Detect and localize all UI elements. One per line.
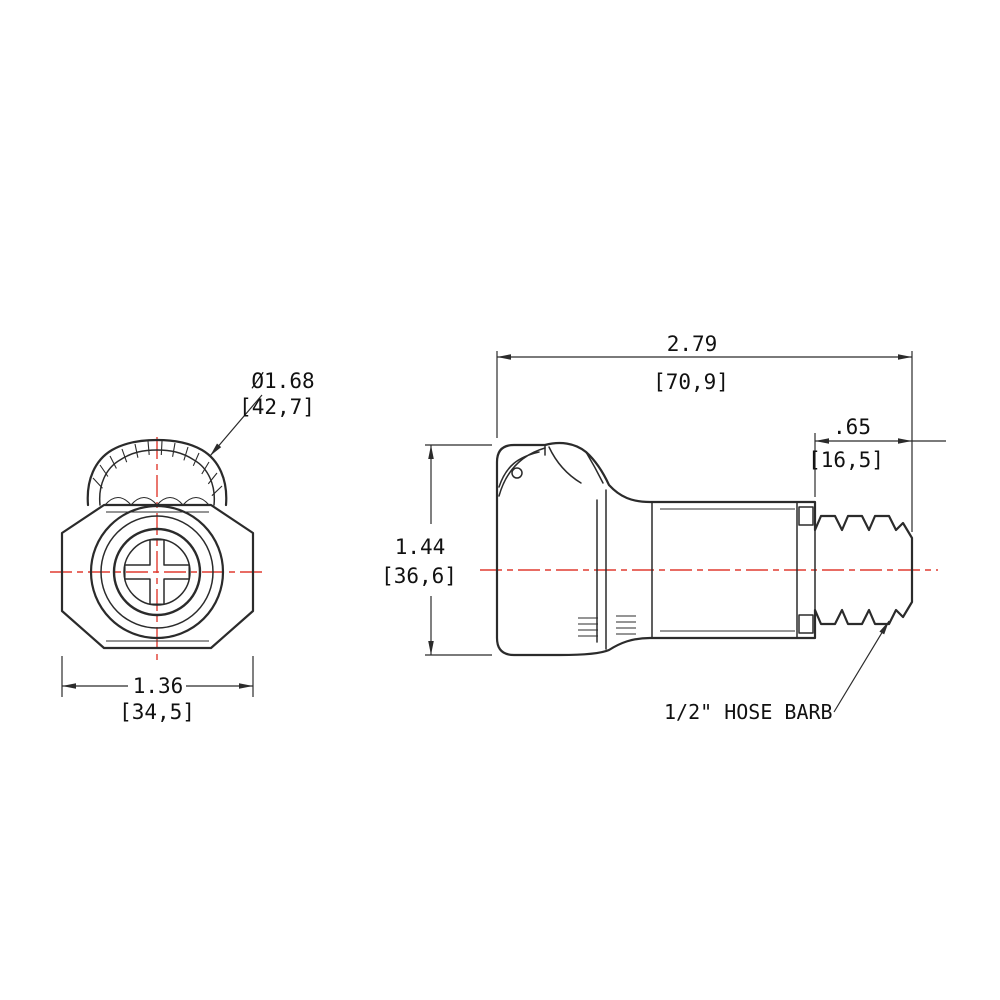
collar-groove-bottom [798,614,814,634]
side-view [480,441,938,657]
diameter-leader-arrowhead [210,443,222,456]
hex-chamfer-lines [106,511,209,642]
dim-overall-length: 2.79 [70,9] [496,332,913,532]
barb-arrow-right [898,438,912,444]
dim-diameter-metric: [42,7] [239,395,315,419]
body-outline [495,441,914,657]
dim-width-value: 1.36 [133,674,184,698]
ring-middle [100,515,214,629]
dim-height-value: 1.44 [395,535,446,559]
overall-arrow-left [497,354,511,360]
cylinder-accent-lines [660,508,795,632]
dim-width-metric: [34,5] [119,700,195,724]
valve-bore [123,538,191,606]
dim-barb-value: .65 [833,415,871,439]
cavity-arcs [498,447,546,497]
dim-front-width: 1.36 [34,5] [61,656,254,724]
overall-arrow-right [898,354,912,360]
front-view [50,437,264,662]
latch-inner-curve-1 [548,446,582,484]
height-arrow-bottom [428,641,434,655]
cap-outline [86,438,228,507]
collar-lines [796,501,816,639]
dim-diameter: Ø1.68 [42,7] [209,369,315,457]
dim-barb-metric: [16,5] [808,448,884,472]
dim-overall-metric: [70,9] [653,370,729,394]
hose-barb-label: 1/2" HOSE BARB [664,700,833,724]
ring-outer [89,504,225,640]
hose-barb-leader-line [833,620,890,713]
valve-cross [124,539,190,605]
latch-inner-curve-2 [585,451,604,484]
dim-height-metric: [36,6] [381,564,457,588]
height-arrow-top [428,445,434,459]
hex-body-outline [60,503,255,650]
dim-diameter-value: Ø1.68 [251,369,314,393]
detent-circle [511,467,523,479]
dim-height: 1.44 [36,6] [381,444,492,656]
hose-barb-leader-arrowhead [879,621,889,635]
dim-barb-length: .65 [16,5] [808,415,946,497]
ring-inner [112,527,202,617]
width-arrow-left [62,683,76,689]
spring-hatch-right [616,615,636,635]
width-arrow-right [239,683,253,689]
dim-overall-value: 2.79 [667,332,718,356]
barb-arrow-left [815,438,829,444]
knurl-ticks [92,440,223,497]
spring-hatch-left [578,617,598,637]
collar-groove-top [798,506,814,526]
label-hose-barb: 1/2" HOSE BARB [664,620,890,724]
